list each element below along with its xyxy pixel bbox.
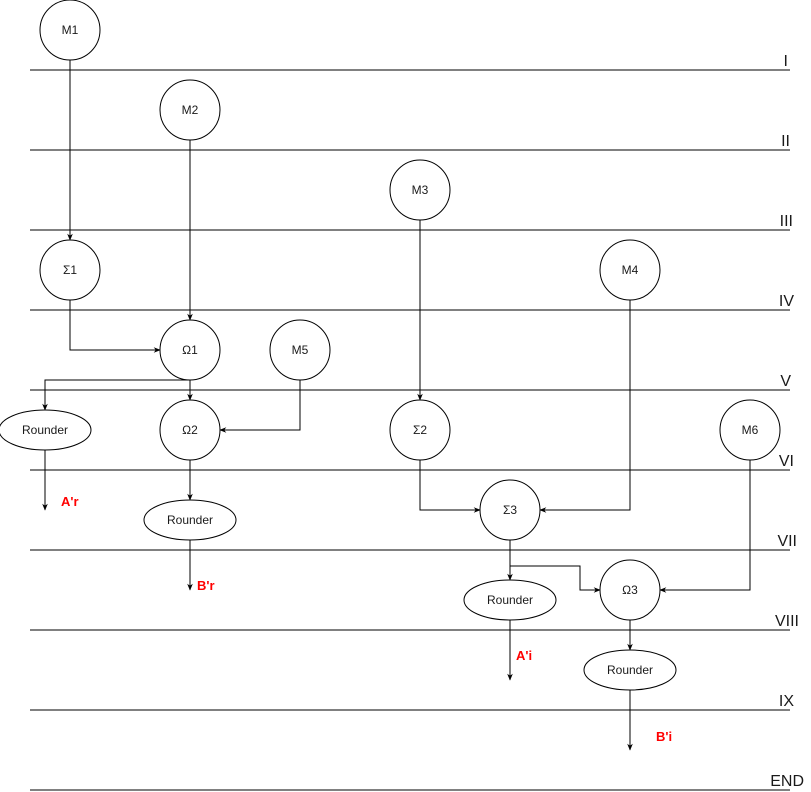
rounder-b-ellipse xyxy=(143,499,237,541)
stage-label: END xyxy=(770,773,804,790)
connectors xyxy=(42,60,751,751)
stage-label: IV xyxy=(779,293,794,310)
node-sigma1-label: Σ1 xyxy=(63,263,77,277)
node-m4: M4 xyxy=(599,239,661,301)
edge-m5-omega2 xyxy=(219,380,301,433)
rounder-b-label: Rounder xyxy=(167,513,213,527)
rounder-a-ellipse xyxy=(0,409,92,451)
node-m1-label: M1 xyxy=(62,23,79,37)
stage-label: VI xyxy=(779,453,794,470)
node-sigma1-circle xyxy=(39,239,101,301)
rounder-b: Rounder xyxy=(143,499,237,541)
stage-lines xyxy=(30,69,790,791)
rounder-a: Rounder xyxy=(0,409,92,451)
output-label-a-r: A'r xyxy=(61,494,79,509)
node-omega3-circle xyxy=(599,559,661,621)
node-sigma2-label: Σ2 xyxy=(413,423,427,437)
node-m1-circle xyxy=(39,0,101,61)
rounder-c: Rounder xyxy=(463,579,557,621)
output-label-b-r: B'r xyxy=(197,578,215,593)
output-label-b-i: B'i xyxy=(656,729,672,744)
edge-m4-sigma3 xyxy=(539,300,631,513)
node-m3-circle xyxy=(389,159,451,221)
node-omega1-circle xyxy=(159,319,221,381)
node-m6: M6 xyxy=(719,399,781,461)
edge-m6-omega3 xyxy=(659,460,751,593)
node-m3-label: M3 xyxy=(412,183,429,197)
edge-sigma1-omega1 xyxy=(69,300,161,353)
node-sigma2: Σ2 xyxy=(389,399,451,461)
output-labels: A'r B'r A'i B'i xyxy=(61,494,672,744)
node-m5: M5 xyxy=(269,319,331,381)
node-m2-circle xyxy=(159,79,221,141)
node-sigma1: Σ1 xyxy=(39,239,101,301)
stage-label: I xyxy=(784,53,788,70)
stage-label: VII xyxy=(777,533,797,550)
rounder-d-label: Rounder xyxy=(607,663,653,677)
node-m2: M2 xyxy=(159,79,221,141)
rounder-c-label: Rounder xyxy=(487,593,533,607)
stage-labels: I II III IV V VI VII VIII IX END xyxy=(770,53,804,790)
node-m6-circle xyxy=(719,399,781,461)
node-m6-label: M6 xyxy=(742,423,759,437)
node-omega1-label: Ω1 xyxy=(182,343,198,357)
node-m5-label: M5 xyxy=(292,343,309,357)
node-omega2-circle xyxy=(159,399,221,461)
node-m4-label: M4 xyxy=(622,263,639,277)
rounder-a-label: Rounder xyxy=(22,423,68,437)
node-sigma3-circle xyxy=(479,479,541,541)
node-omega1: Ω1 xyxy=(159,319,221,381)
node-m2-label: M2 xyxy=(182,103,199,117)
edge-omega1-rounder-a xyxy=(42,379,190,411)
stage-label: IX xyxy=(779,693,794,710)
stage-label: III xyxy=(780,213,793,230)
stage-label: VIII xyxy=(775,613,799,630)
rounder-d: Rounder xyxy=(583,649,677,691)
rounder-d-ellipse xyxy=(583,649,677,691)
edge-sigma3-omega3 xyxy=(510,565,601,593)
node-sigma3: Σ3 xyxy=(479,479,541,541)
edge-sigma2-sigma3 xyxy=(419,460,481,513)
stage-label: II xyxy=(781,133,790,150)
node-sigma2-circle xyxy=(389,399,451,461)
node-m3: M3 xyxy=(389,159,451,221)
node-m1: M1 xyxy=(39,0,101,61)
node-m5-circle xyxy=(269,319,331,381)
node-omega2-label: Ω2 xyxy=(182,423,198,437)
node-omega3-label: Ω3 xyxy=(622,583,638,597)
node-omega2: Ω2 xyxy=(159,399,221,461)
rounder-c-ellipse xyxy=(463,579,557,621)
node-m4-circle xyxy=(599,239,661,301)
output-label-a-i: A'i xyxy=(516,648,532,663)
stage-label: V xyxy=(780,373,791,390)
node-sigma3-label: Σ3 xyxy=(503,503,517,517)
node-omega3: Ω3 xyxy=(599,559,661,621)
